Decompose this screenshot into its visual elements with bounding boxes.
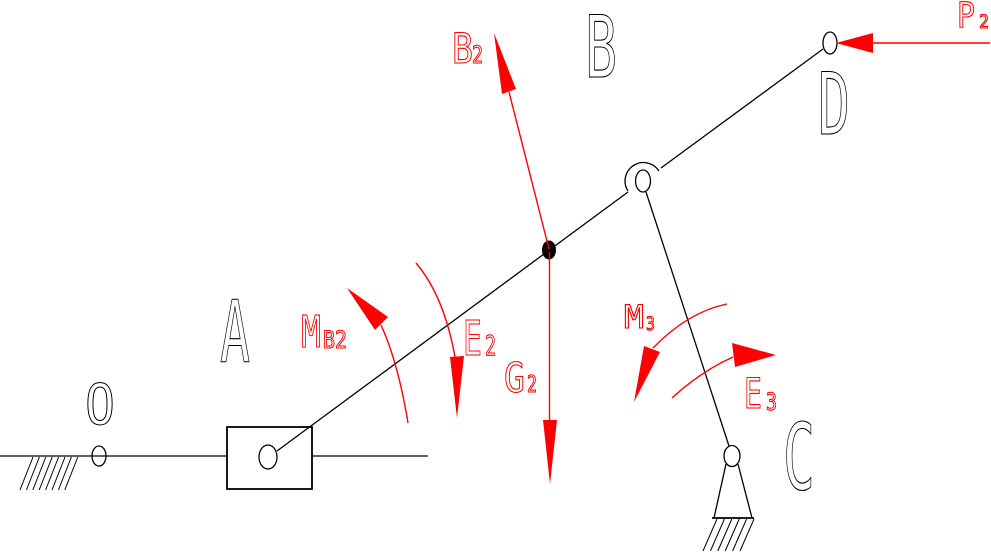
ground-hatching-left: [19, 456, 79, 491]
link-bc: [645, 191, 730, 447]
label-moment-mb2: M B2: [300, 306, 347, 358]
svg-text:2: 2: [472, 41, 483, 69]
ground-hatching-c: [702, 518, 755, 552]
svg-text:M: M: [624, 298, 644, 336]
svg-text:3: 3: [646, 313, 655, 335]
label-force-p2: P 2: [956, 0, 989, 37]
label-moment-e2: E 2: [462, 310, 496, 367]
svg-text:E: E: [463, 311, 482, 367]
link-bd: [660, 48, 824, 169]
svg-text:G: G: [504, 354, 525, 402]
svg-text:3: 3: [766, 388, 777, 416]
joint-wrap-arc: [624, 161, 660, 192]
label-force-b2: B 2: [451, 23, 483, 73]
pin-a: [258, 444, 278, 470]
svg-text:B: B: [452, 24, 473, 73]
pin-c: [723, 444, 741, 468]
label-point-d: D: [818, 55, 850, 155]
moment-mb2-arc: [347, 288, 409, 424]
svg-text:2: 2: [979, 11, 989, 33]
label-force-g2: G 2: [503, 353, 537, 402]
pin-o: [91, 445, 107, 467]
force-g2-arrow: [543, 252, 557, 484]
pin-b: [634, 169, 652, 193]
center-of-mass-dot: [542, 240, 556, 260]
pin-d: [822, 31, 838, 55]
svg-text:M: M: [301, 307, 321, 358]
moment-e2-arc: [415, 262, 464, 418]
moment-m3-arc: [634, 303, 728, 402]
svg-text:2: 2: [485, 329, 496, 362]
force-p2-arrow: [836, 33, 990, 53]
slider-block-a: [226, 426, 313, 490]
label-moment-e3: E 3: [743, 368, 777, 418]
svg-text:E: E: [744, 369, 762, 418]
pinned-support-c: [712, 463, 754, 519]
svg-text:P: P: [957, 0, 975, 36]
label-point-o: O: [85, 373, 115, 438]
label-point-b: B: [585, 0, 617, 98]
label-point-a: A: [220, 283, 250, 383]
moment-e3-arc: [671, 343, 776, 399]
label-moment-m3: M 3: [623, 297, 655, 336]
link-ab: [276, 191, 629, 452]
svg-text:B2: B2: [323, 326, 347, 354]
svg-text:2: 2: [527, 372, 537, 398]
force-b2-arrow: [494, 33, 550, 250]
label-point-c: C: [783, 404, 815, 511]
